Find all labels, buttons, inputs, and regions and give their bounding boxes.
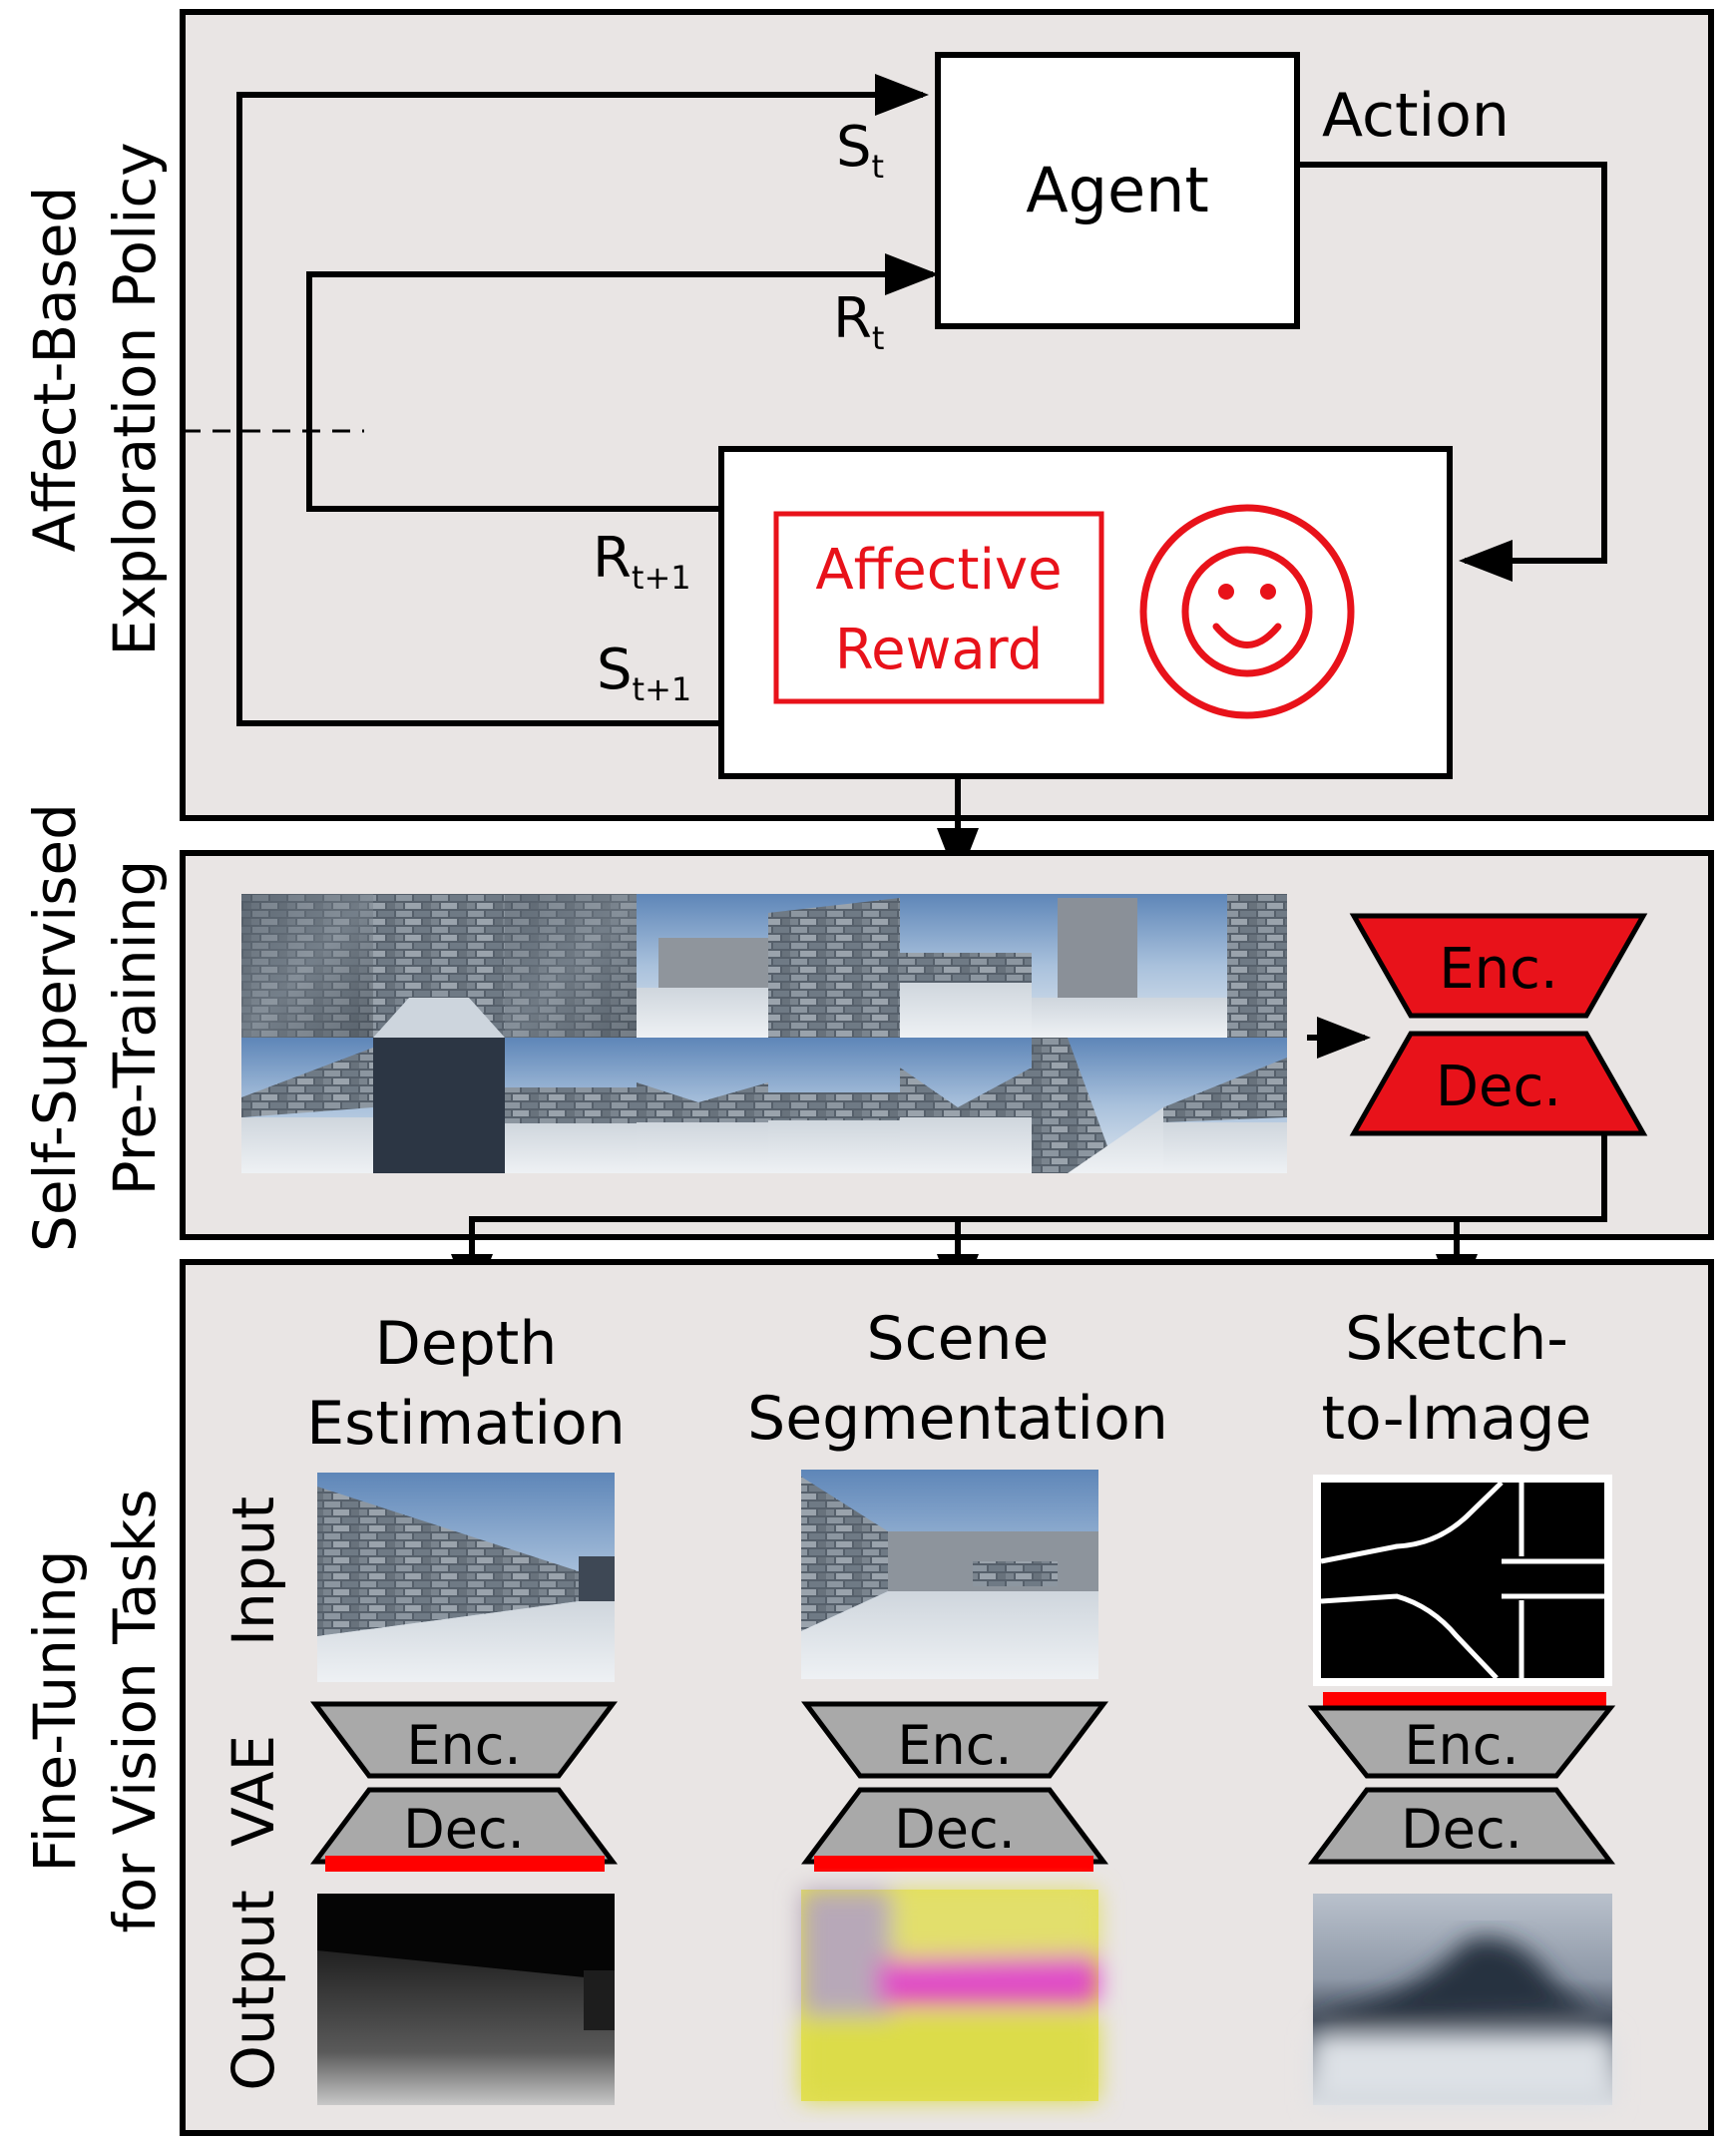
depth-vae [310,1701,618,1872]
segmentation-input-image [801,1470,1098,1679]
task-title-sketch-line2: to-Image [1322,1384,1592,1454]
segmentation-finetune-bar [814,1856,1093,1872]
mosaic-frame [768,1038,900,1173]
sketch-encoder-label: Enc. [1404,1714,1519,1777]
affect-title-line2: Exploration Policy [101,142,169,655]
sketch-vae [1307,1692,1616,1865]
state-t1-label: St+1 [597,638,691,708]
mosaic-frame [900,1038,1032,1173]
task-title-segmentation-line2: Segmentation [747,1384,1168,1454]
depth-encoder-label: Enc. [406,1714,521,1777]
mosaic-frame [1032,1038,1163,1173]
mosaic-frame [768,894,900,1038]
mosaic-frame [241,1038,373,1173]
pretrain-title-line1: Self-Supervised [21,803,89,1252]
agent-box [935,52,1300,329]
depth-output-image [317,1894,615,2105]
reward-t1-label: Rt+1 [593,526,691,597]
depth-encoder [310,1701,618,1779]
sketch-finetune-bar [1323,1692,1606,1708]
mosaic-frame [505,894,637,1038]
exploration-image-mosaic [241,894,1287,1173]
task-title-sketch-line1: Sketch- [1345,1304,1568,1374]
pretrain-encoder [1349,913,1648,1019]
affect-title-line1: Affect-Based [21,187,89,553]
mosaic-frame [637,894,768,1038]
agent-label: Agent [1026,154,1209,226]
sketch-input-image [1313,1475,1612,1686]
state-t-label: St [836,115,884,186]
segmentation-decoder [801,1787,1108,1865]
task-title-depth-line2: Estimation [306,1389,626,1459]
reward-box [718,446,1453,779]
segmentation-encoder-label: Enc. [897,1714,1012,1777]
sketch-decoder-label: Dec. [1401,1798,1522,1861]
finetune-title-line1: Fine-Tuning [21,1549,89,1872]
mosaic-frame [241,894,373,1038]
mosaic-frame [505,1038,637,1173]
depth-finetune-bar [325,1856,605,1872]
mosaic-frame [1032,894,1163,1038]
task-title-depth-line1: Depth [375,1309,558,1379]
affective-reward-line2: Reward [835,618,1044,682]
pretrain-decoder [1349,1031,1648,1136]
mosaic-frame [1163,894,1287,1038]
pretrain-encoder-label: Enc. [1439,937,1557,1002]
mosaic-frame [373,1038,505,1173]
segmentation-vae [801,1701,1108,1872]
action-arrow [1297,162,1607,582]
segmentation-decoder-label: Dec. [894,1798,1016,1861]
segmentation-encoder [801,1701,1108,1779]
sketch-output-image [1313,1894,1612,2105]
smiley-face-icon [1139,504,1355,719]
sketch-encoder [1307,1705,1616,1779]
pretrain-title-line2: Pre-Training [101,860,169,1196]
task-title-segmentation-line1: Scene [867,1304,1050,1374]
depth-decoder [310,1787,618,1865]
pretrain-decoder-label: Dec. [1436,1055,1561,1119]
row-label-input: Input [219,1497,287,1646]
depth-decoder-label: Dec. [403,1798,525,1861]
reward-loop-arrow [306,253,939,512]
row-label-output: Output [219,1890,287,2090]
mosaic-frame [1163,1038,1287,1173]
reward-t-label: Rt [833,286,884,357]
action-label: Action [1322,81,1510,151]
row-label-vae: VAE [219,1735,287,1847]
affective-reward-line1: Affective [815,538,1062,603]
mosaic-frame [373,894,505,1038]
finetune-title-line2: for Vision Tasks [101,1489,169,1932]
affective-reward-label-box [773,511,1104,704]
segmentation-output-image [801,1890,1098,2101]
mosaic-frame [637,1038,768,1173]
state-loop-arrow [236,74,929,726]
sketch-decoder [1308,1787,1615,1865]
depth-input-image [317,1473,615,1682]
mosaic-frame [900,894,1032,1038]
